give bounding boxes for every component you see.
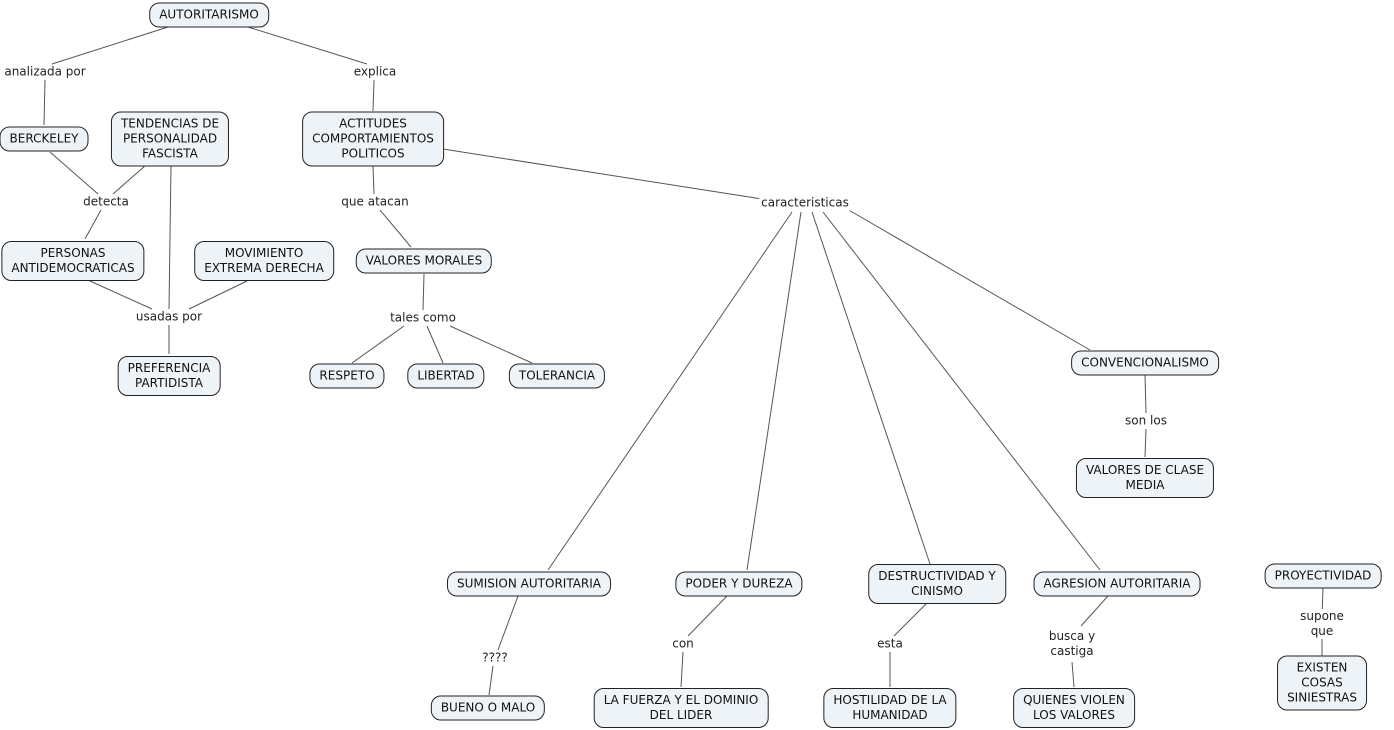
link-label-explica[interactable]: explica xyxy=(351,64,399,80)
concept-node-libertad[interactable]: LIBERTAD xyxy=(407,363,485,389)
edge-interrogantes-bueno-malo xyxy=(488,665,494,696)
link-label-son-los[interactable]: son los xyxy=(1123,413,1169,429)
edge-analizada-por-berckeley xyxy=(43,79,46,126)
concept-node-existen-cosas-siniestras[interactable]: EXISTEN COSAS SINIESTRAS xyxy=(1277,655,1367,711)
edge-caracteristicas-destructividad xyxy=(811,211,931,565)
link-label-usadas-por[interactable]: usadas por xyxy=(133,309,205,325)
link-label-interrogantes[interactable]: ???? xyxy=(480,650,510,666)
link-label-que-atacan[interactable]: que atacan xyxy=(339,194,411,210)
concept-node-preferencia-partidista[interactable]: PREFERENCIA PARTIDISTA xyxy=(117,356,221,396)
edge-personas-usadas-por xyxy=(89,280,153,310)
concept-node-respeto[interactable]: RESPETO xyxy=(309,363,385,389)
concept-node-tendencias-personalidad-fascista[interactable]: TENDENCIAS DE PERSONALIDAD FASCISTA xyxy=(110,111,230,167)
link-label-con[interactable]: con xyxy=(670,636,696,652)
concept-node-movimiento-extrema-derecha[interactable]: MOVIMIENTO EXTREMA DERECHA xyxy=(194,241,334,281)
concept-node-valores-morales[interactable]: VALORES MORALES xyxy=(355,248,493,274)
edge-explica-actitudes xyxy=(372,79,375,112)
edge-busca-castiga-quienes-violen xyxy=(1071,661,1075,688)
edge-detecta-personas xyxy=(84,209,102,240)
link-label-caracteristicas[interactable]: caracteristicas xyxy=(759,195,851,211)
edge-tales-como-libertad xyxy=(426,325,444,364)
edge-autoritarismo-analizada-por xyxy=(51,26,169,65)
concept-node-poder-y-dureza[interactable]: PODER Y DUREZA xyxy=(675,571,803,597)
edge-convencionalismo-son-los xyxy=(1144,374,1147,414)
edge-caracteristicas-sumision xyxy=(547,211,793,571)
concept-node-tolerancia[interactable]: TOLERANCIA xyxy=(508,363,606,389)
link-label-esta[interactable]: esta xyxy=(875,636,905,652)
edge-tales-como-tolerancia xyxy=(449,325,533,364)
edge-que-atacan-valores-morales xyxy=(379,209,412,248)
concept-node-hostilidad-humanidad[interactable]: HOSTILIDAD DE LA HUMANIDAD xyxy=(823,688,957,728)
concept-node-valores-de-clase-media[interactable]: VALORES DE CLASE MEDIA xyxy=(1075,458,1215,498)
link-label-busca-y-castiga[interactable]: busca y castiga xyxy=(1046,629,1098,659)
concept-node-fuerza-dominio-lider[interactable]: LA FUERZA Y EL DOMINIO DEL LIDER xyxy=(593,688,769,728)
concept-node-berckeley[interactable]: BERCKELEY xyxy=(0,126,89,152)
link-label-detecta[interactable]: detecta xyxy=(81,194,131,210)
concept-node-bueno-o-malo[interactable]: BUENO O MALO xyxy=(430,695,546,721)
link-label-supone-que[interactable]: supone que xyxy=(1286,609,1358,639)
concept-node-actitudes-comportamientos-politicos[interactable]: ACTITUDES COMPORTAMIENTOS POLITICOS xyxy=(302,111,444,167)
edge-con-fuerza-lider xyxy=(680,651,684,688)
edge-berckeley-detecta xyxy=(49,151,99,195)
link-label-analizada-por[interactable]: analizada por xyxy=(2,64,88,80)
edge-son-los-valores-clase xyxy=(1144,428,1147,458)
edge-tales-como-respeto xyxy=(351,325,405,364)
edge-tendencias-usadas-por xyxy=(168,164,172,310)
edge-movimiento-usadas-por xyxy=(188,280,248,310)
edge-actitudes-que-atacan xyxy=(372,165,375,195)
concept-node-convencionalismo[interactable]: CONVENCIONALISMO xyxy=(1071,350,1219,376)
edge-caracteristicas-agresion xyxy=(822,211,1101,571)
edge-destructividad-esta xyxy=(893,602,928,637)
concept-node-autoritarismo[interactable]: AUTORITARISMO xyxy=(149,2,269,28)
edge-caracteristicas-convencionalismo xyxy=(846,208,1091,351)
link-label-tales-como[interactable]: tales como xyxy=(388,310,458,326)
edge-valores-morales-tales-como xyxy=(422,273,425,311)
edge-actitudes-caracteristicas xyxy=(442,148,763,200)
concept-node-agresion-autoritaria[interactable]: AGRESION AUTORITARIA xyxy=(1033,571,1201,597)
concept-node-quienes-violen-valores[interactable]: QUIENES VIOLEN LOS VALORES xyxy=(1013,688,1135,728)
edge-caracteristicas-poder xyxy=(746,211,802,571)
edge-autoritarismo-explica xyxy=(247,26,368,65)
concept-node-personas-antidemocraticas[interactable]: PERSONAS ANTIDEMOCRATICAS xyxy=(1,241,145,281)
edge-poder-con xyxy=(687,595,728,637)
edge-agresion-busca-castiga xyxy=(1080,595,1109,627)
edge-sumision-interrogantes xyxy=(497,595,519,651)
edge-tendencias-detecta xyxy=(112,164,147,195)
concept-node-proyectividad[interactable]: PROYECTIVIDAD xyxy=(1264,563,1382,589)
concept-node-sumision-autoritaria[interactable]: SUMISION AUTORITARIA xyxy=(446,571,612,597)
concept-node-destructividad-y-cinismo[interactable]: DESTRUCTIVIDAD Y CINISMO xyxy=(868,564,1006,604)
